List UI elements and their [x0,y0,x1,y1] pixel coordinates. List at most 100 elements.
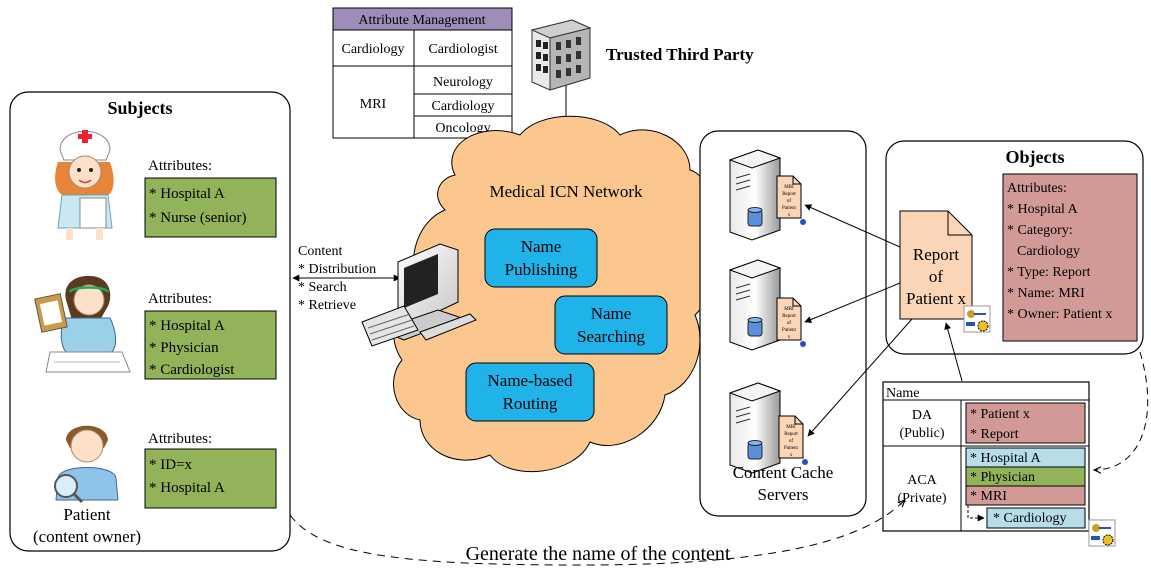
patient-caption-1: Patient [63,505,110,524]
doc1-line4: Patient [782,206,796,211]
da-item-2: * Report [970,427,1019,442]
attribute-management-header [332,7,513,31]
generate-name-dashed-arrow [289,500,905,566]
patient-caption-2: (content owner) [33,527,141,546]
routing-line2: Routing [503,394,558,413]
physician-attr-3: * Cardiologist [149,362,235,378]
name-table: Name DA (Public) * Patient x * Report AC… [882,381,1090,532]
aca-label-2: (Private) [898,491,947,506]
da-label-1: DA [912,408,933,423]
key-gear-icon [963,305,991,333]
object-attr-5: * Name: MRI [1007,286,1085,301]
physician-attr-1: * Hospital A [149,318,225,334]
doc2-line1: MRI [784,307,794,312]
computer-icon [361,243,477,347]
name-searching-line1: Name [591,304,632,323]
patient-attr-box [144,448,277,509]
am-value-neurology: Neurology [433,75,493,90]
document-icon: MRI Report of Patient x [776,297,806,347]
name-table-header: Name [886,386,919,401]
object-attr-4: * Type: Report [1007,265,1091,280]
doc3-line1: MRI [786,425,796,430]
aca-item-3: * MRI [970,489,1007,504]
patient-icon [54,425,119,504]
name-based-routing-box: Name-based Routing [465,362,595,422]
doc1-line5: x [788,213,791,218]
content-ops-line1: Content [298,244,342,259]
document-icon: MRI Report of Patient x [778,415,808,465]
report-to-server-2 [804,282,901,323]
nurse-attr-2: * Nurse (senior) [149,210,246,226]
object-attr-6: * Owner: Patient x [1007,307,1112,322]
aca-item-2: * Physician [970,470,1035,485]
object-attr-3: Cardiology [1017,244,1080,259]
name-searching-line2: Searching [577,327,645,346]
ttp-label: Trusted Third Party [606,45,754,64]
am-attribute-cardiology: Cardiology [342,42,405,57]
attribute-management-table: Attribute Management Cardiology Cardiolo… [332,7,513,139]
da-label-2: (Public) [899,426,944,441]
server-icon [728,259,782,351]
report-line1: Report [913,245,960,264]
document-icon: MRI Report of Patient x [776,175,806,225]
bottom-label: Generate the name of the content [466,543,731,565]
patient-attr-1: * ID=x [149,457,193,473]
network-title: Medical ICN Network [490,182,643,201]
name-publishing-line2: Publishing [505,260,578,279]
name-searching-box: Name Searching [554,295,668,355]
patient-attr-title: Attributes: [148,431,212,447]
nurse-attr-title: Attributes: [148,158,212,174]
aca-sub-item: * Cardiology [993,511,1067,526]
object-attr-1: * Hospital A [1007,202,1079,217]
routing-line1: Name-based [488,371,573,390]
report-line3: Patient x [906,289,966,308]
attribute-management-title: Attribute Management [358,13,485,28]
doc3-line5: x [790,453,793,458]
cache-label-2: Servers [758,485,809,504]
report-document: Report of Patient x [899,210,973,320]
doc3-line2: Report [784,432,798,437]
report-line2: of [929,267,944,286]
am-value-cardiology: Cardiology [432,99,495,114]
object-attr-0: Attributes: [1007,181,1067,196]
server-icon [728,149,782,241]
physician-attr-box [144,310,277,380]
name-publishing-line1: Name [521,237,562,256]
aca-label-1: ACA [907,473,937,488]
object-attr-box [1002,173,1138,342]
doc2-line3: of [787,321,792,326]
doc2-line2: Report [782,314,796,319]
doc2-line5: x [788,335,791,340]
am-value-oncology: Oncology [435,121,490,136]
key-gear-icon [1088,519,1116,547]
am-attribute-mri: MRI [360,97,387,112]
nurse-attr-1: * Hospital A [149,186,225,202]
content-ops-line3: * Search [298,280,347,295]
cache-label-1: Content Cache [733,463,834,482]
report-to-server-3 [807,318,913,437]
server-icon [728,382,782,474]
doc3-line3: of [789,439,794,444]
da-item-1: * Patient x [970,407,1030,422]
physician-icon [34,275,131,373]
objects-to-name-table-dashed-arrow [1094,351,1149,470]
object-attr-2: * Category: [1007,223,1073,238]
content-ops-line2: * Distribution [298,262,376,277]
name-to-report-arrow [944,322,963,382]
report-to-server-1 [804,204,901,248]
aca-item-1: * Hospital A [970,451,1042,466]
am-value-cardiologist: Cardiologist [428,42,497,57]
patient-attr-2: * Hospital A [149,480,225,496]
content-ops-line4: * Retrieve [298,298,356,313]
subjects-title: Subjects [107,98,172,118]
physician-attr-title: Attributes: [148,291,212,307]
nurse-attr-box [144,177,277,238]
doc1-line2: Report [782,192,796,197]
objects-title: Objects [1006,147,1065,167]
doc2-line4: Patient [782,328,796,333]
name-publishing-box: Name Publishing [484,228,598,288]
doc1-line1: MRI [784,185,794,190]
doc3-line4: Patient [784,446,798,451]
physician-attr-2: * Physician [149,340,219,356]
